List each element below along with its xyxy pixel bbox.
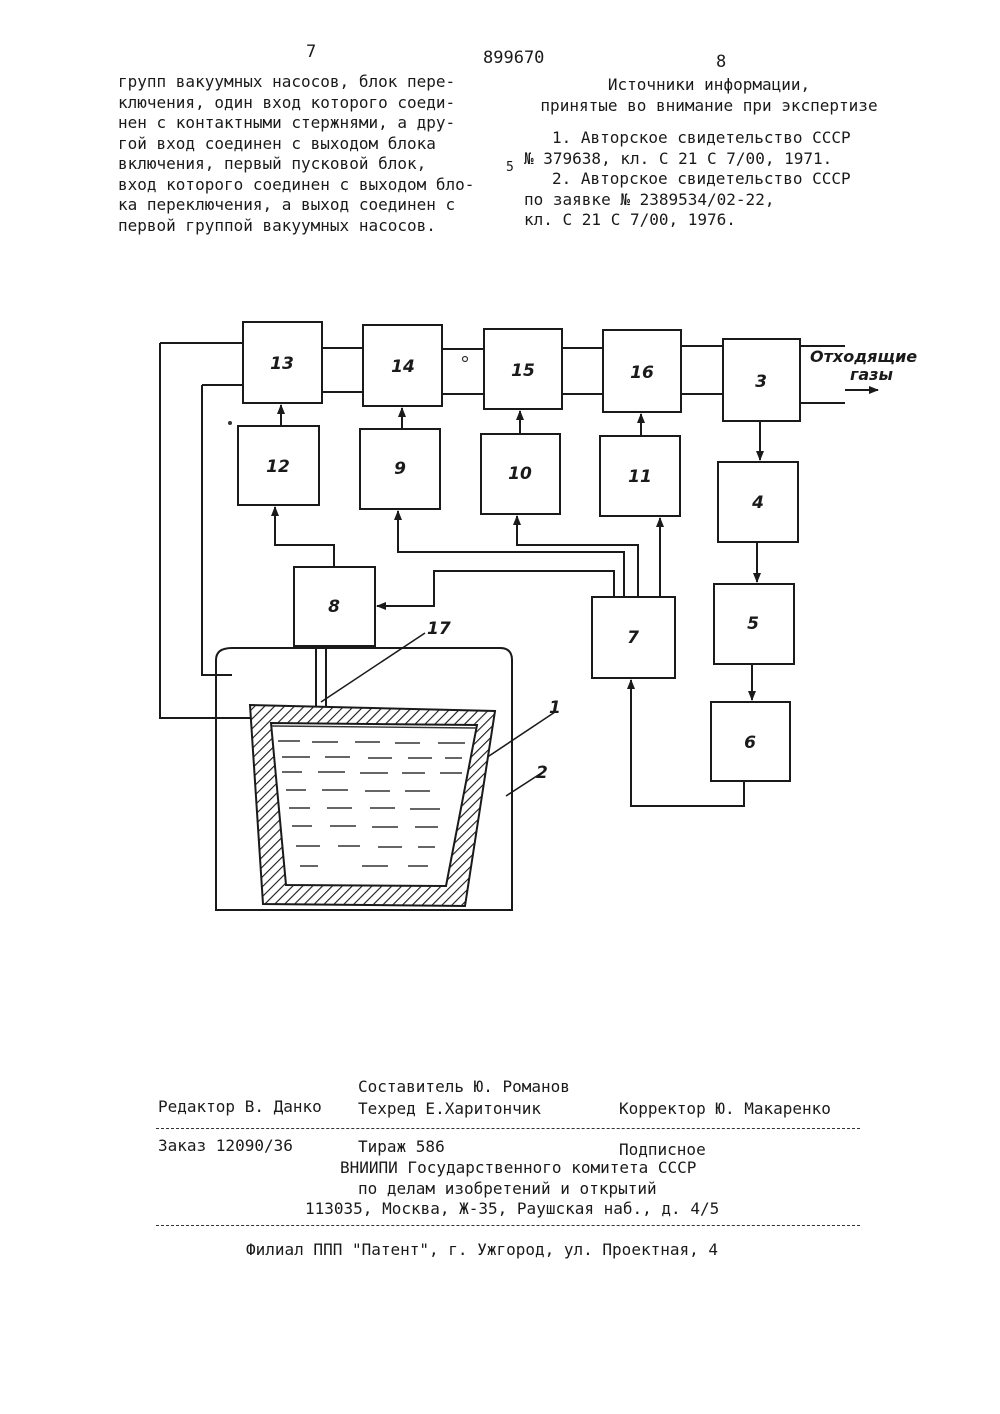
block-label-3: 3 [755, 372, 767, 392]
compiler: Составитель Ю. Романов [358, 1077, 570, 1096]
block-label-11: 11 [628, 467, 652, 487]
dashed-divider [156, 1225, 860, 1226]
label-chamber: 2 [536, 763, 548, 783]
label-rods: 17 [427, 619, 451, 639]
techred: Техред Е.Харитончик [358, 1099, 541, 1118]
exhaust-label-2: газы [850, 365, 893, 384]
editor: Редактор В. Данко [158, 1097, 322, 1116]
branch: Филиал ППП "Патент", г. Ужгород, ул. Про… [246, 1240, 718, 1259]
dashed-divider [156, 1128, 860, 1129]
block-label-4: 4 [751, 493, 764, 513]
subscription: Подписное [619, 1140, 706, 1159]
address: 113035, Москва, Ж-35, Раушская наб., д. … [305, 1199, 719, 1218]
block-label-5: 5 [747, 614, 759, 634]
block-label-7: 7 [627, 628, 639, 648]
organization-dept: по делам изобретений и открытий [358, 1179, 657, 1198]
block-label-14: 14 [391, 357, 415, 377]
block-label-16: 16 [630, 363, 654, 383]
label-crucible: 1 [549, 698, 561, 718]
block-label-8: 8 [328, 597, 340, 617]
block-label-9: 9 [394, 459, 406, 479]
block-label-12: 12 [266, 457, 290, 477]
block-label-13: 13 [270, 354, 294, 374]
block-label-6: 6 [744, 733, 756, 753]
block-label-15: 15 [511, 361, 535, 381]
circulation: Тираж 586 [358, 1137, 445, 1156]
order-number: Заказ 12090/36 [158, 1136, 293, 1155]
corrector: Корректор Ю. Макаренко [619, 1099, 831, 1118]
block-label-10: 10 [508, 464, 532, 484]
organization: ВНИИПИ Государственного комитета СССР [340, 1158, 696, 1177]
exhaust-label-1: Отходящие [810, 347, 917, 366]
